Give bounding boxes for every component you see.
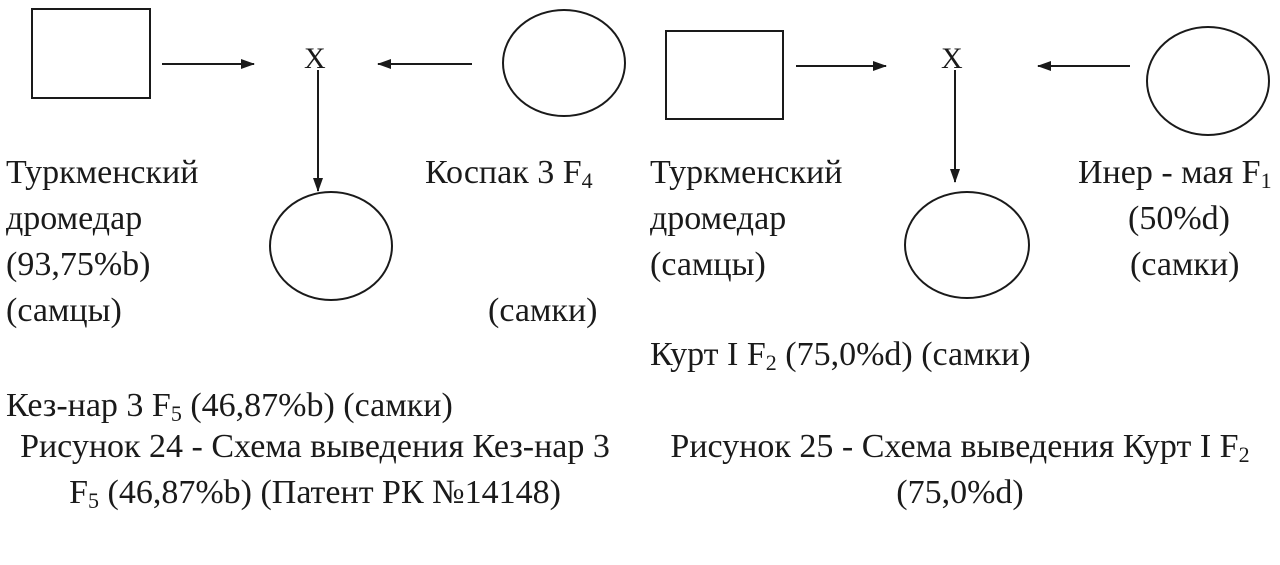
- male-parent-line-3: (самцы): [650, 246, 766, 283]
- cross-symbol: X: [941, 42, 963, 75]
- female-parent-line-1: (50%d): [1128, 200, 1230, 237]
- male-parent-line-2: дромедар: [6, 200, 143, 237]
- figure-caption: Рисунок 24 - Схема выведения Кез-нар 3 F…: [20, 428, 610, 513]
- male-parent-line-2: дромедар: [650, 200, 787, 237]
- offspring-symbol-circle: [269, 191, 393, 301]
- female-parent-label: Коспак 3 F4: [425, 154, 593, 193]
- figure-caption: Рисунок 25 - Схема выведения Курт I F2 (…: [670, 428, 1250, 511]
- male-symbol-square: [665, 30, 784, 120]
- female-parent-line-2: (самки): [1130, 246, 1240, 283]
- offspring-label: Курт I F2 (75,0%d) (самки): [650, 336, 1031, 375]
- male-parent-line-4: (самцы): [6, 292, 122, 329]
- female-parent-label: Инер - мая F1: [1078, 154, 1272, 193]
- male-parent-line-1: Туркменский: [6, 154, 199, 191]
- male-parent-line-3: (93,75%b): [6, 246, 151, 283]
- offspring-label: Кез-нар 3 F5 (46,87%b) (самки): [6, 387, 453, 426]
- male-symbol-square: [31, 8, 151, 99]
- female-symbol-circle: [1146, 26, 1270, 136]
- female-parent-note: (самки): [488, 292, 598, 329]
- offspring-symbol-circle: [904, 191, 1030, 299]
- cross-symbol: X: [304, 42, 326, 75]
- male-parent-line-1: Туркменский: [650, 154, 843, 191]
- female-symbol-circle: [502, 9, 626, 117]
